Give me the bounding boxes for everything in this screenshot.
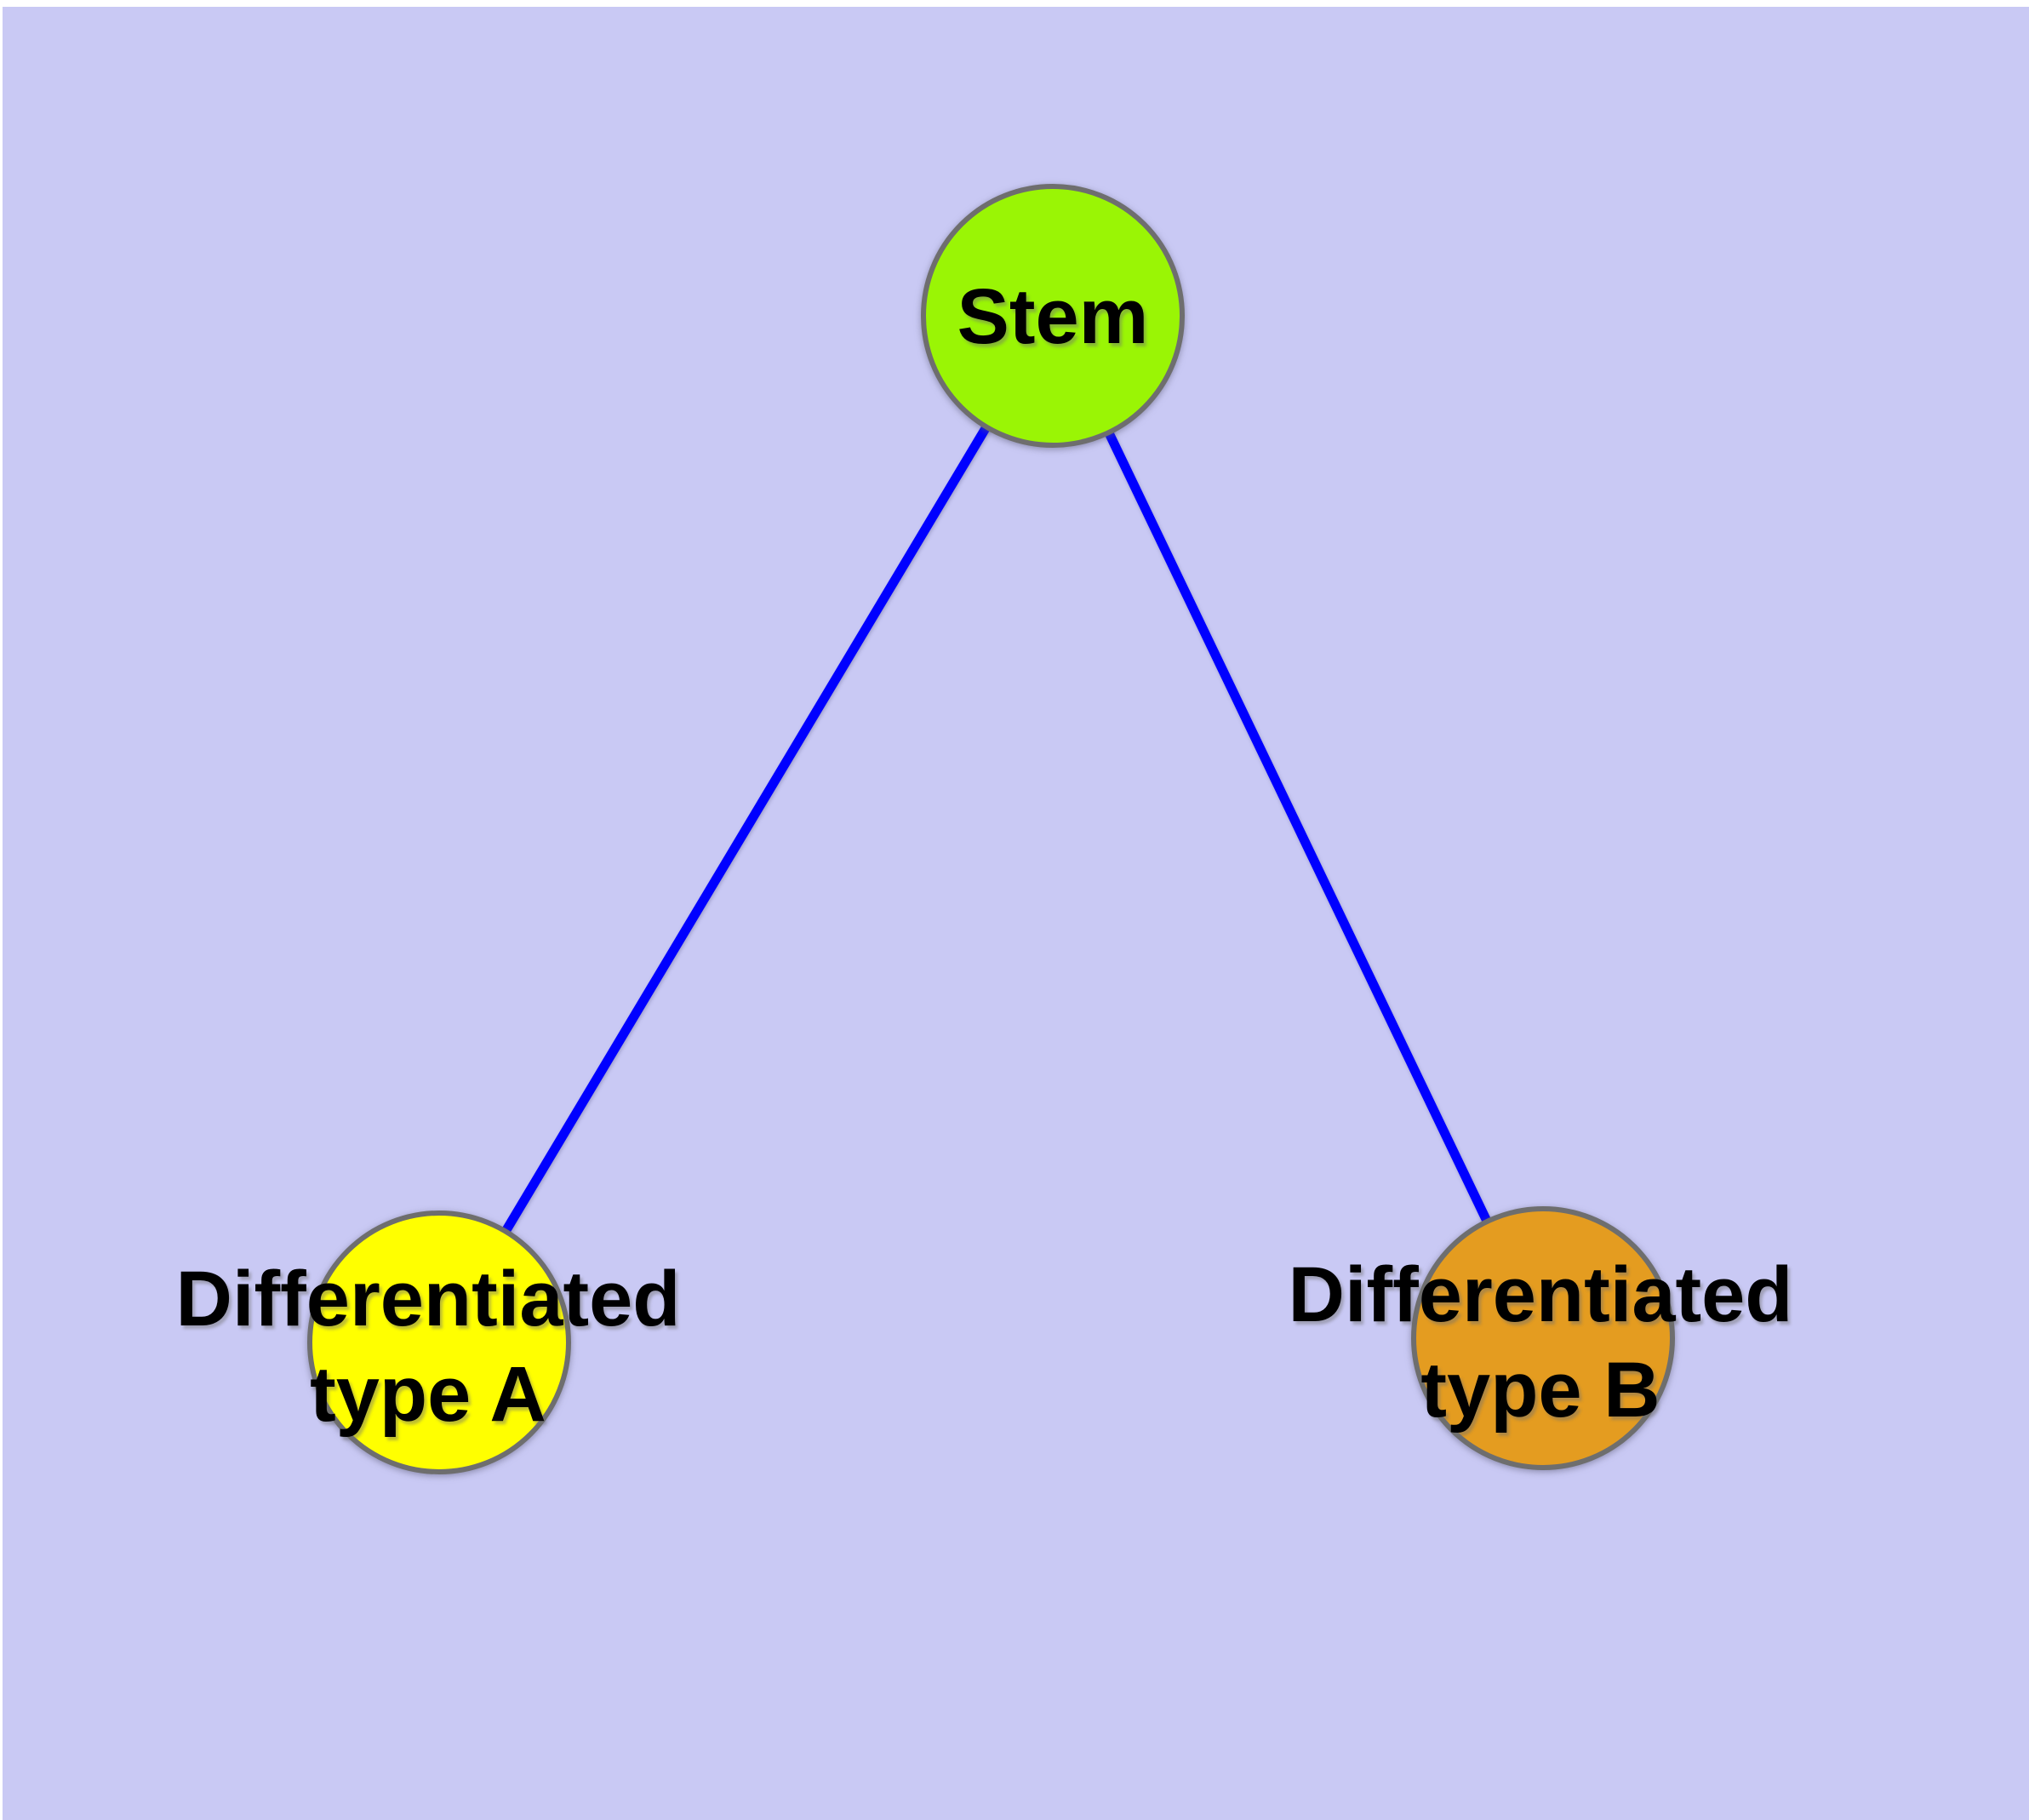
stem-node [921,184,1185,448]
edge-stem-to-type-b [1048,311,1548,1343]
type-b-node [1411,1206,1675,1470]
edge-stem-to-type-a [434,311,1058,1348]
type-a-node [307,1210,571,1474]
